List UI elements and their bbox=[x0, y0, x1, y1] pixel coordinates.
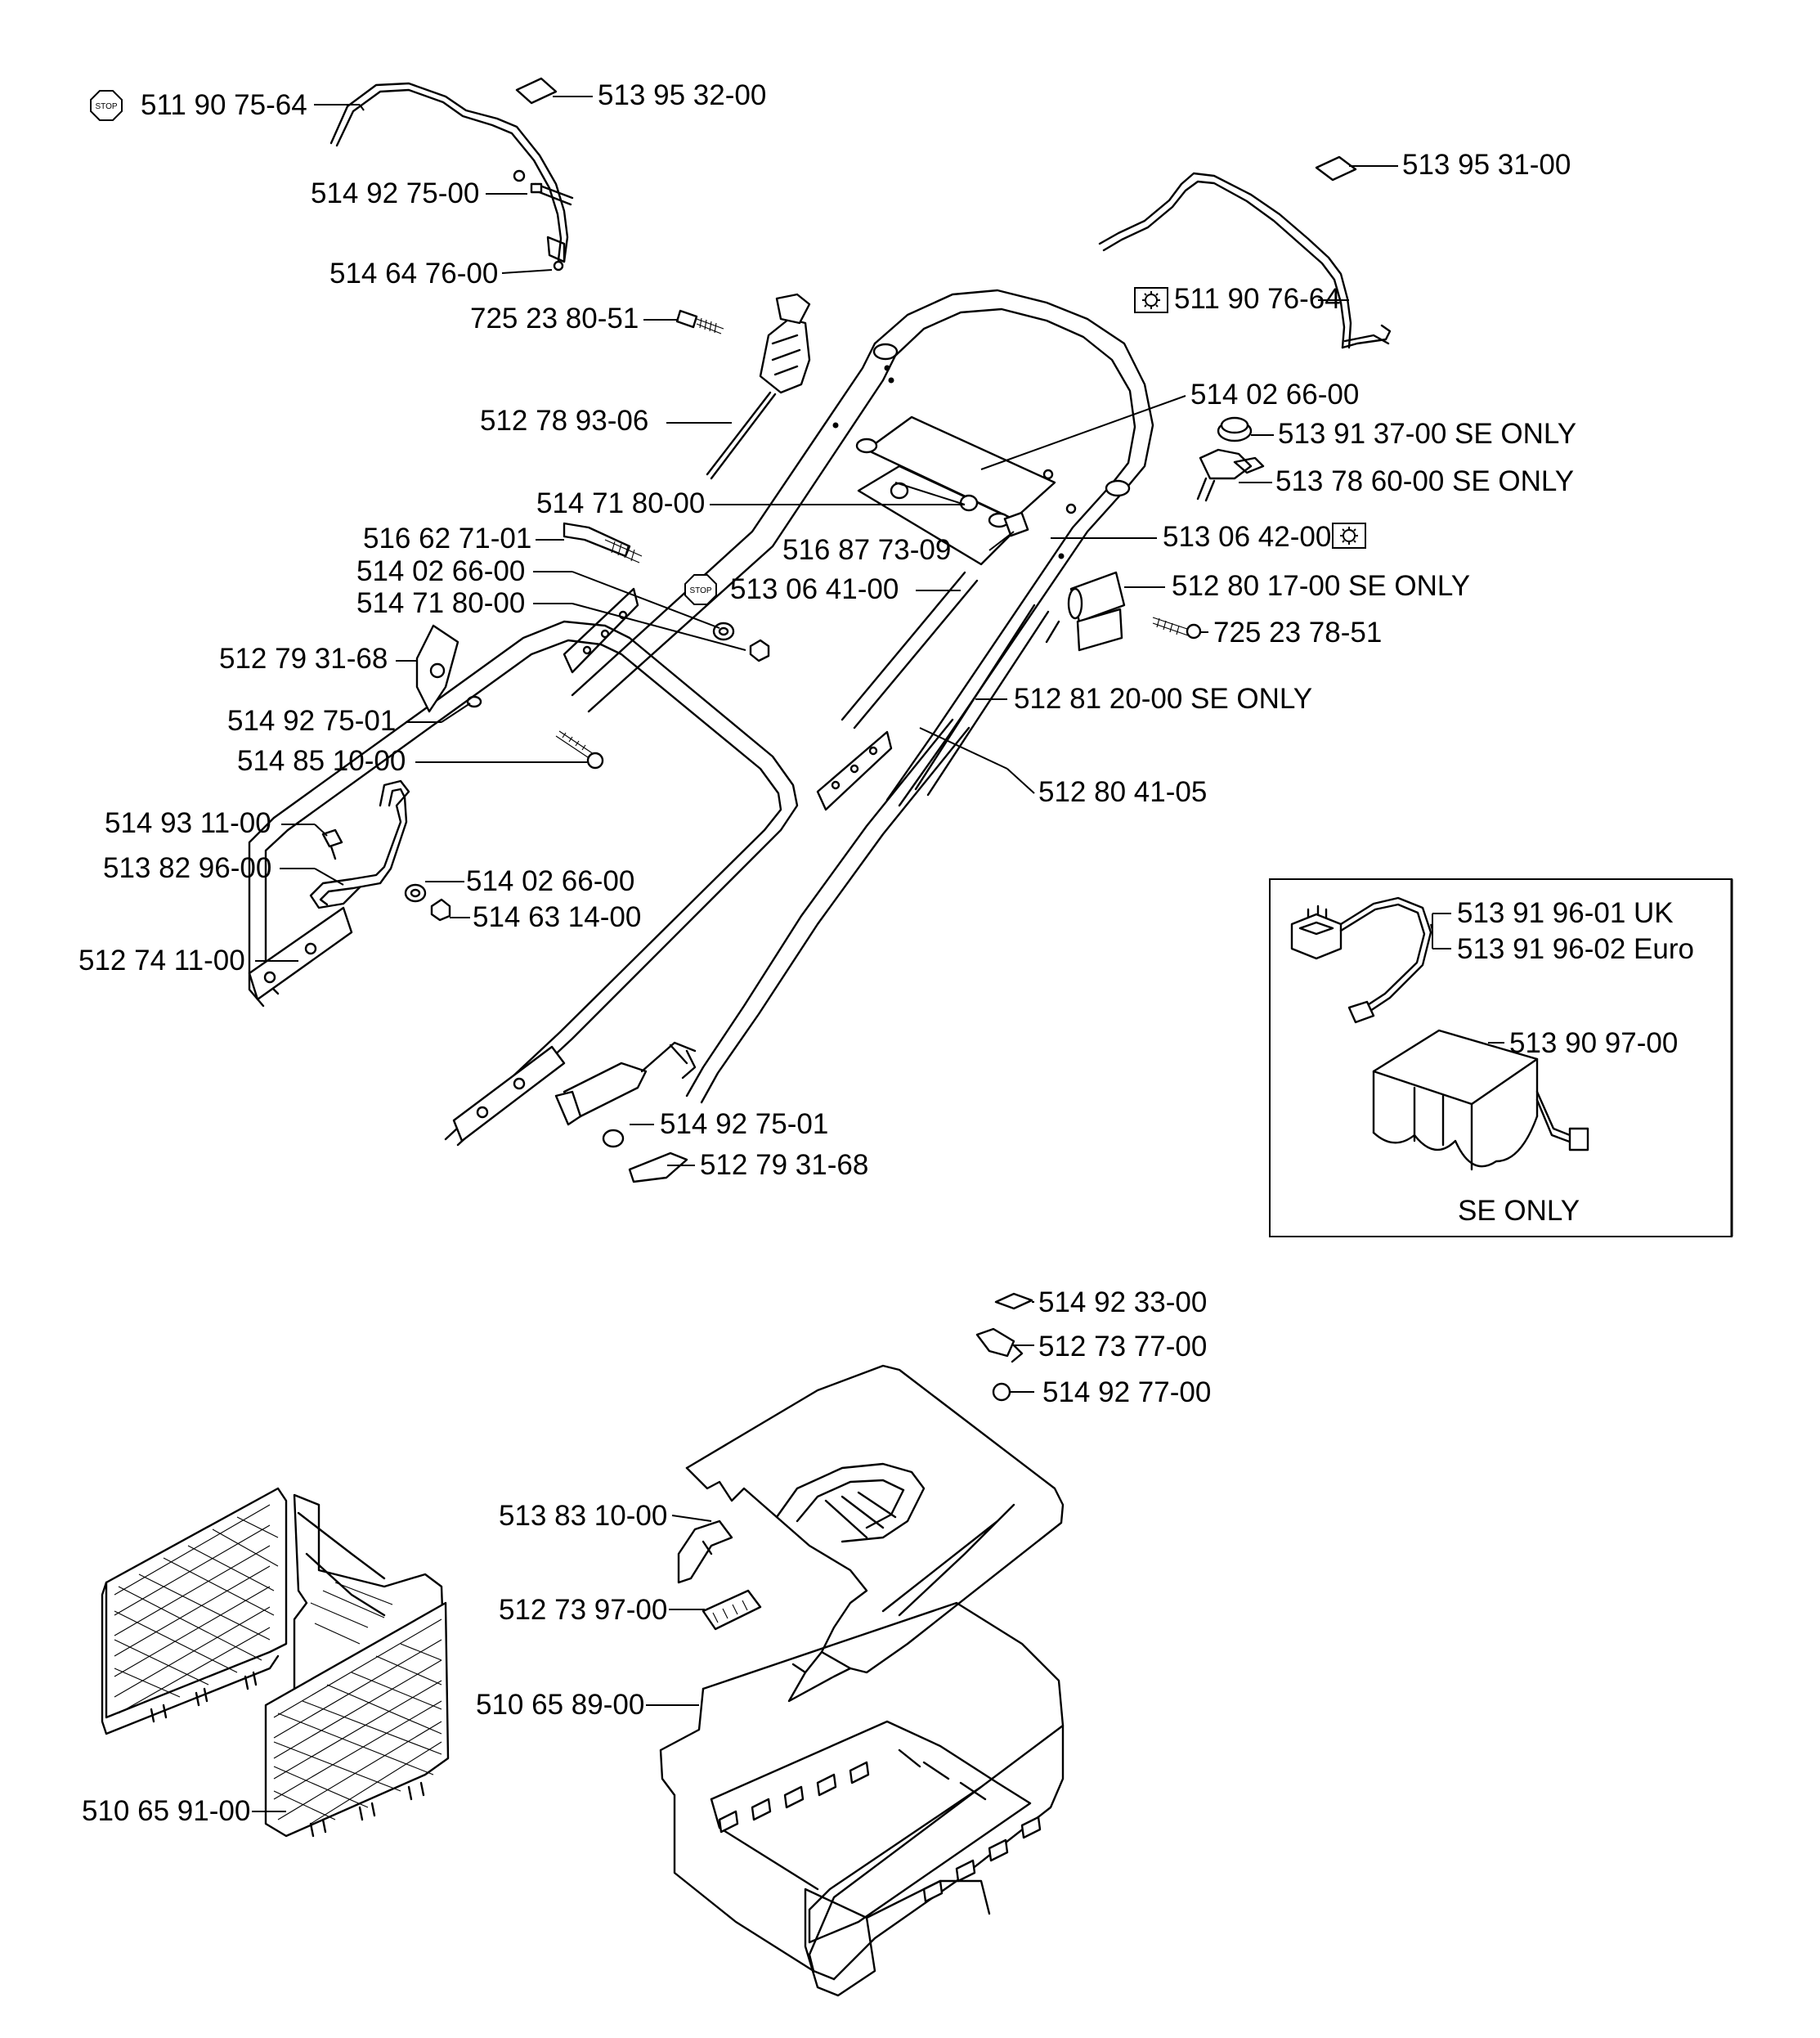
part-label: 514 92 75-00 bbox=[311, 177, 479, 209]
mesh-left bbox=[114, 1504, 279, 1714]
part-label: 514 93 11-00 bbox=[105, 807, 271, 839]
part-label: 514 71 80-00 bbox=[536, 487, 705, 519]
stop-icon-text: STOP bbox=[95, 102, 117, 111]
se-only-inset bbox=[1269, 878, 1733, 1237]
part-label: 725 23 78-51 bbox=[1213, 617, 1382, 649]
part-label: 514 85 10-00 bbox=[237, 745, 406, 777]
se-only-caption: SE ONLY bbox=[1458, 1195, 1580, 1227]
part-label: 513 82 96-00 bbox=[103, 852, 271, 884]
part-label: 513 83 10-00 bbox=[499, 1500, 667, 1532]
part-label: 514 92 77-00 bbox=[1042, 1376, 1211, 1408]
part-label: 514 92 33-00 bbox=[1038, 1286, 1207, 1318]
part-label: 512 73 97-00 bbox=[499, 1594, 667, 1626]
ignition-sun-icon bbox=[1134, 287, 1168, 313]
part-label: 513 91 96-01 UK bbox=[1457, 897, 1674, 929]
part-label: 514 63 14-00 bbox=[473, 901, 641, 933]
part-label: 511 90 75-64 bbox=[141, 89, 307, 121]
stop-octagon-icon: STOP bbox=[90, 90, 123, 121]
ignition-sun-icon bbox=[1332, 523, 1366, 549]
part-label: 516 87 73-09 bbox=[782, 534, 951, 566]
mesh-right bbox=[273, 1582, 442, 1825]
part-label: 725 23 80-51 bbox=[470, 303, 639, 334]
stop-octagon-icon: STOP bbox=[684, 574, 717, 605]
part-label: 511 90 76-64 bbox=[1174, 283, 1341, 315]
part-labels: 511 90 75-64 513 95 32-00 514 92 75-00 5… bbox=[78, 79, 1694, 1827]
part-label: 512 73 77-00 bbox=[1038, 1331, 1207, 1362]
part-label: 514 92 75-01 bbox=[227, 705, 396, 737]
symbols: STOP STOP bbox=[90, 90, 1366, 605]
part-label: 514 71 80-00 bbox=[356, 587, 525, 619]
part-label: 512 80 41-05 bbox=[1038, 776, 1207, 808]
part-label: 514 02 66-00 bbox=[356, 555, 525, 587]
part-label: 510 65 91-00 bbox=[82, 1795, 250, 1827]
part-label: 514 02 66-00 bbox=[466, 865, 634, 897]
part-label: 510 65 89-00 bbox=[476, 1689, 644, 1721]
part-label: 512 80 17-00 SE ONLY bbox=[1172, 570, 1470, 602]
part-label: 513 95 31-00 bbox=[1402, 149, 1571, 181]
part-label: 512 79 31-68 bbox=[219, 643, 388, 675]
stop-icon-text: STOP bbox=[689, 586, 711, 595]
part-label: 514 02 66-00 bbox=[1190, 379, 1359, 411]
handle-assembly bbox=[248, 77, 1392, 1183]
part-label: 516 62 71-01 bbox=[363, 523, 531, 554]
part-label: 512 78 93-06 bbox=[480, 405, 648, 437]
part-label: 513 91 96-02 Euro bbox=[1457, 933, 1694, 965]
part-label: 512 79 31-68 bbox=[700, 1149, 868, 1181]
part-label: 512 74 11-00 bbox=[78, 945, 245, 976]
part-label: 513 06 42-00 bbox=[1163, 521, 1331, 553]
part-label: 513 06 41-00 bbox=[730, 573, 899, 605]
part-label: 513 90 97-00 bbox=[1509, 1027, 1678, 1059]
part-label: 513 78 60-00 SE ONLY bbox=[1275, 465, 1574, 497]
grass-catcher-assembly bbox=[101, 1292, 1065, 1997]
part-label: 513 91 37-00 SE ONLY bbox=[1278, 418, 1576, 450]
part-label: 514 92 75-01 bbox=[660, 1108, 828, 1140]
leader-lines bbox=[252, 96, 1504, 1812]
part-label: 513 95 32-00 bbox=[598, 79, 766, 111]
part-label: 512 81 20-00 SE ONLY bbox=[1014, 683, 1312, 715]
part-label: 514 64 76-00 bbox=[329, 258, 498, 290]
